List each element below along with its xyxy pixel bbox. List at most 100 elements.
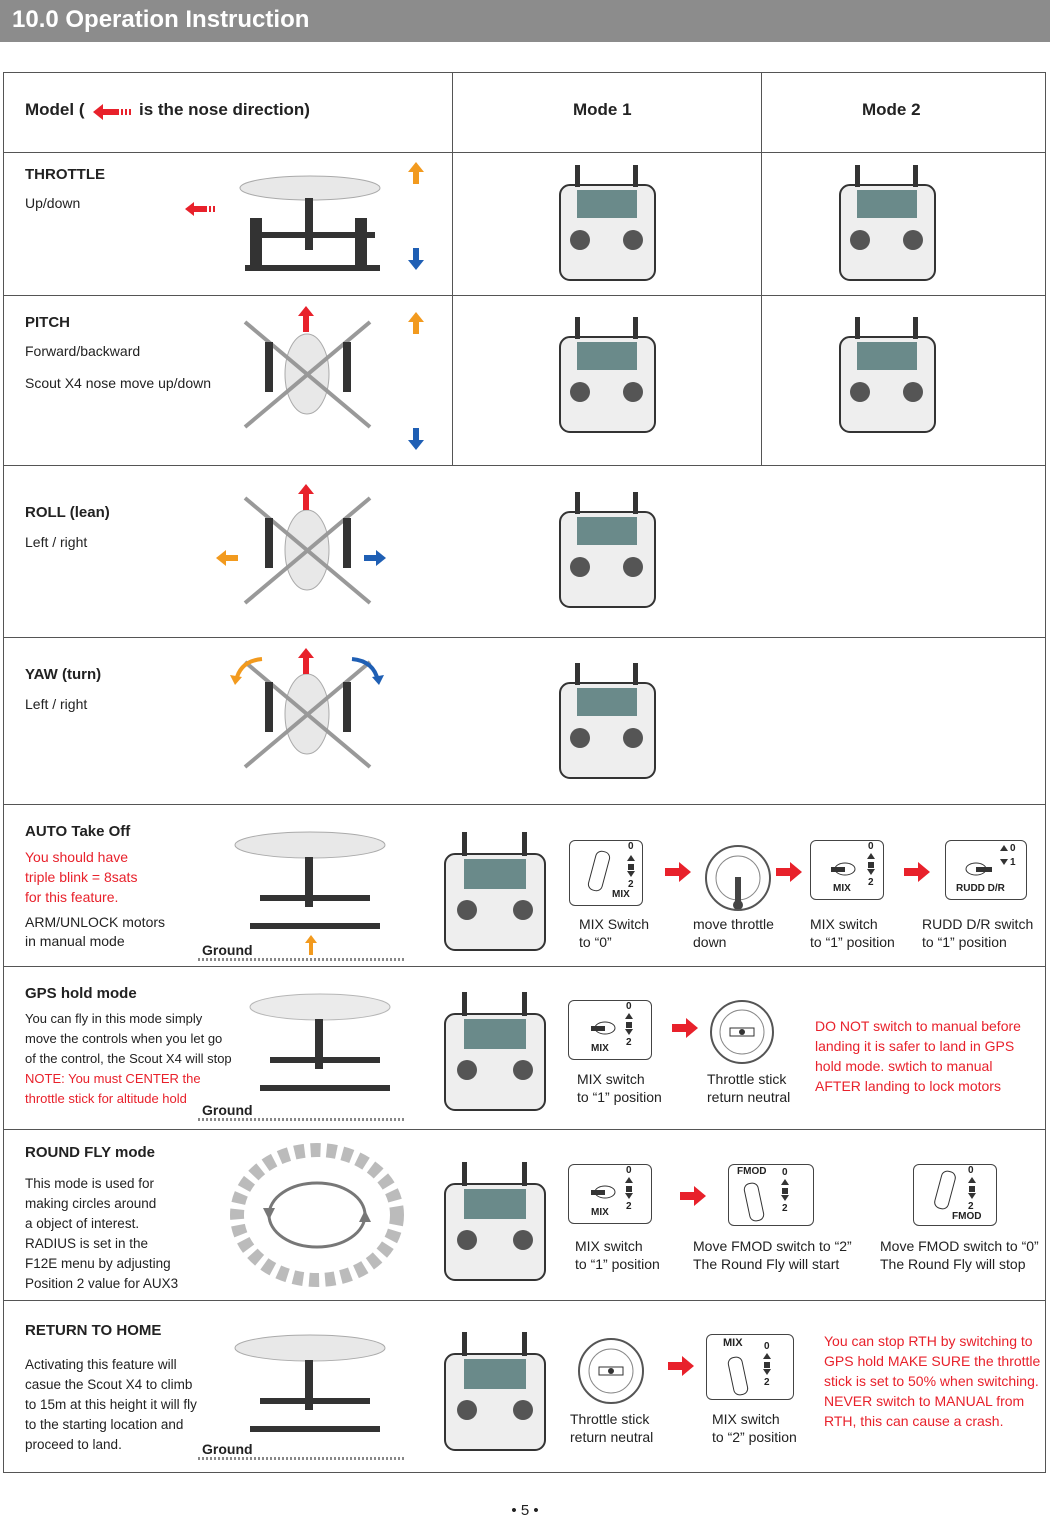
gps-warning-1: NOTE: You must CENTER the — [25, 1071, 201, 1086]
next-step-arrow-icon — [680, 1186, 706, 1206]
transmitter-image — [440, 826, 550, 954]
transmitter-yaw-image — [555, 658, 660, 783]
column-divider — [452, 72, 453, 465]
round-desc-5: F12E menu by adjusting — [25, 1256, 171, 1271]
ground-line — [198, 1118, 406, 1121]
auto-warning-2: triple blink = 8sats — [25, 869, 138, 885]
nose-direction-arrow-icon — [93, 104, 131, 120]
row-divider — [3, 637, 1046, 638]
nose-up-arrow-icon — [298, 484, 314, 510]
mix-switch-position-1-diagram: 0 2 MIX — [568, 1000, 652, 1060]
yaw-desc: Left / right — [25, 696, 88, 712]
mix-switch-position-0-diagram: 0 2 MIX — [569, 840, 643, 906]
rth-step-caption-1b: return neutral — [570, 1429, 654, 1445]
auto-warning-3: for this feature. — [25, 889, 119, 905]
pitch-title: PITCH — [25, 314, 70, 331]
rth-note-4: NEVER switch to MANUAL from — [824, 1393, 1025, 1409]
pitch-desc-2: Scout X4 nose move up/down — [25, 375, 212, 391]
row-divider — [3, 1300, 1046, 1301]
switch-pos-label: 2 — [626, 1201, 632, 1212]
gps-step-caption-2b: return neutral — [707, 1089, 791, 1105]
fmod-label: FMOD — [737, 1166, 767, 1177]
row-divider — [3, 966, 1046, 967]
rth-note-2: GPS hold MAKE SURE the throttle — [824, 1353, 1041, 1369]
next-step-arrow-icon — [665, 862, 691, 882]
rth-note-5: RTH, this can cause a crash. — [824, 1413, 1004, 1429]
switch-pos-label: 2 — [628, 879, 634, 890]
throttle-stick-down-diagram — [705, 845, 771, 911]
roll-title: ROLL (lean) — [25, 504, 110, 521]
gps-note-2: landing it is safer to land in GPS — [815, 1038, 1015, 1054]
roll-desc: Left / right — [25, 534, 88, 550]
transmitter-mode1-throttle-image — [555, 160, 660, 285]
throttle-stick-neutral-diagram — [578, 1338, 644, 1404]
drone-top-view-image — [225, 478, 390, 623]
nose-up-arrow-icon — [298, 648, 314, 674]
switch-pos-label: 0 — [628, 841, 634, 852]
gps-desc-3: of the control, the Scout X4 will stop — [25, 1051, 232, 1066]
gps-note-4: AFTER landing to lock motors — [815, 1078, 1001, 1094]
switch-pos-label: 0 — [868, 841, 874, 852]
switch-pos-label: 0 — [1010, 843, 1016, 854]
throttle-stick-neutral-diagram — [710, 1000, 774, 1064]
rth-desc-5: proceed to land. — [25, 1437, 122, 1452]
mix-label: MIX — [723, 1337, 743, 1349]
model-header-prefix: Model ( — [25, 100, 85, 119]
round-step-caption-2b: The Round Fly will start — [693, 1256, 840, 1272]
rth-desc-4: to the starting location and — [25, 1417, 184, 1432]
forward-arrow-icon — [408, 312, 424, 334]
up-arrow-icon — [305, 935, 317, 955]
rth-desc-3: to 15m at this height it will fly — [25, 1397, 197, 1412]
switch-pos-label: 2 — [626, 1037, 632, 1048]
row-divider — [3, 804, 1046, 805]
switch-pos-label: 0 — [626, 1165, 632, 1176]
mix-label: MIX — [612, 889, 630, 900]
round-step-caption-1b: to “1” position — [575, 1256, 660, 1272]
rudd-dr-label: RUDD D/R — [956, 883, 1005, 894]
ground-label: Ground — [202, 1102, 253, 1118]
round-fly-title: ROUND FLY mode — [25, 1144, 156, 1161]
ground-line — [198, 1457, 406, 1460]
mix-label: MIX — [591, 1043, 609, 1054]
gps-desc-2: move the controls when you let go — [25, 1031, 223, 1046]
nose-up-arrow-icon — [298, 306, 314, 332]
switch-pos-label: 2 — [968, 1201, 974, 1212]
row-divider — [3, 465, 1046, 466]
drone-top-view-image — [225, 302, 390, 447]
step-caption-3b: to “1” position — [810, 934, 895, 950]
next-step-arrow-icon — [904, 862, 930, 882]
fmod-switch-position-0-diagram: 0 2 FMOD — [913, 1164, 997, 1226]
mix-switch-position-1-diagram: 0 2 MIX — [810, 840, 884, 900]
drone-on-ground-image — [235, 977, 410, 1097]
rotate-left-arrow-icon — [230, 657, 263, 685]
step-caption-1b: to “0” — [579, 934, 612, 950]
right-arrow-icon — [364, 550, 386, 566]
up-arrow-icon — [408, 162, 424, 184]
step-caption-2b: down — [693, 934, 727, 950]
round-desc-6: Position 2 value for AUX3 — [25, 1276, 179, 1291]
yaw-title: YAW (turn) — [25, 666, 102, 683]
rth-note-1: You can stop RTH by switching to — [824, 1333, 1033, 1349]
drone-on-ground-image — [205, 815, 410, 935]
switch-pos-label: 0 — [968, 1165, 974, 1176]
page-number: • 5 • — [511, 1502, 539, 1519]
throttle-desc: Up/down — [25, 195, 81, 211]
transmitter-mode1-pitch-image — [555, 312, 660, 437]
gps-note-3: hold mode. swtich to manual — [815, 1058, 993, 1074]
pitch-desc-1: Forward/backward — [25, 343, 141, 359]
transmitter-image — [440, 1156, 550, 1284]
gps-step-caption-2a: Throttle stick — [707, 1071, 787, 1087]
fmod-label: FMOD — [952, 1211, 982, 1222]
rotate-right-arrow-icon — [351, 657, 384, 685]
round-step-caption-3b: The Round Fly will stop — [880, 1256, 1026, 1272]
rth-step-caption-2b: to “2” position — [712, 1429, 797, 1445]
mode2-header: Mode 2 — [862, 100, 921, 119]
round-desc-4: RADIUS is set in the — [25, 1236, 149, 1251]
mode1-header: Mode 1 — [573, 100, 632, 119]
round-desc-2: making circles around — [25, 1196, 157, 1211]
backward-arrow-icon — [408, 428, 424, 450]
mix-label: MIX — [833, 883, 851, 894]
switch-pos-label: 2 — [764, 1377, 770, 1388]
row-divider — [3, 295, 1046, 296]
gps-hold-title: GPS hold mode — [25, 985, 137, 1002]
